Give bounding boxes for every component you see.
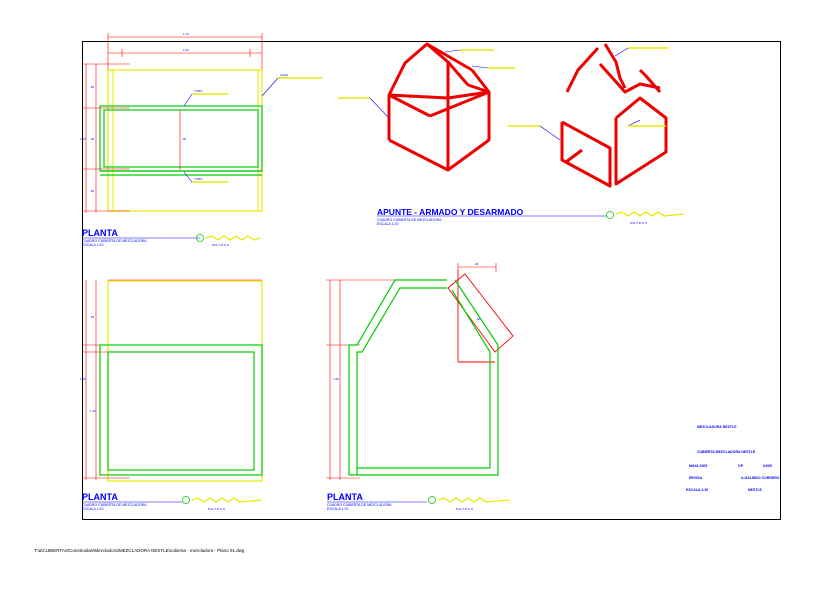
assembled-frame <box>387 42 491 172</box>
title-block-scale: ESCALA 1:20 <box>686 488 708 492</box>
planta-view-3: 1.80 .40 .60 PLANTA CUADRO CUBIERTA DE M… <box>326 262 514 511</box>
scale-bar-1-unit: M E T R O S <box>212 243 229 247</box>
apunte-scale-note: ESCALA 1:20 <box>377 222 398 226</box>
planta-3-scale-note: ESCALA 1:20 <box>327 507 348 511</box>
title-block-project: MEZCLADORA NESTLE <box>697 425 737 429</box>
planta-3-title: PLANTA <box>327 492 363 502</box>
planta-2-title: PLANTA <box>82 492 118 502</box>
svg-text:1.80: 1.80 <box>333 377 339 381</box>
svg-text:.60: .60 <box>90 189 95 193</box>
planta-3-subtitle: CUADRO CUBIERTA DE MEZCLADORA <box>327 503 392 507</box>
apunte-title: APUNTE - ARMADO Y DESARMADO <box>377 207 524 217</box>
title-block-reviewer-label: REVISA <box>689 476 703 480</box>
title-block: MEZCLADORA NESTLE CUBIERTA MEZCLADORA NE… <box>686 425 780 492</box>
scale-bar-1: M E T R O S <box>82 234 261 247</box>
svg-text:.60: .60 <box>476 317 481 321</box>
file-path: T:\a\CUBIERTAS\Construidas\Mezcladora\ME… <box>34 548 245 553</box>
svg-text:1.20: 1.20 <box>90 409 96 413</box>
planta-view-2: .60 1.20 1.80 PLANTA CUADRO CUBIERTA DE … <box>80 279 263 511</box>
planta-2-subtitle: CUADRO CUBIERTA DE MEZCLADORA <box>82 503 147 507</box>
scale-bar-3-unit: M E T R O S <box>456 507 473 511</box>
title-block-code: OP <box>738 464 744 468</box>
apunte-subtitle: CUADRO CUBIERTA DE MEZCLADORA <box>377 218 442 222</box>
svg-text:2.10: 2.10 <box>80 137 86 141</box>
title-block-reviewer: A.GALINDO CORDERO <box>741 476 780 480</box>
title-block-date: MAYA 2005 <box>689 464 707 468</box>
svg-text:.60: .60 <box>90 85 95 89</box>
svg-text:TUBO: TUBO <box>194 89 203 93</box>
svg-text:1.50: 1.50 <box>183 48 189 52</box>
scale-bar-apunte-unit: M E T R O S <box>630 221 647 225</box>
svg-text:.60: .60 <box>90 315 95 319</box>
svg-text:TUBO: TUBO <box>194 177 203 181</box>
apunte-view: APUNTE - ARMADO Y DESARMADO CUADRO CUBIE… <box>338 42 685 226</box>
title-block-client: NESTLE <box>748 488 762 492</box>
scale-bar-apunte: M E T R O S <box>377 211 685 225</box>
svg-text:1.70: 1.70 <box>183 32 189 36</box>
planta-1-subtitle: CUADRO CUBIERTA DE MEZCLADORA <box>82 239 147 243</box>
title-block-drawing: CUBIERTA MEZCLADORA NESTLE <box>697 450 756 454</box>
svg-text:.40: .40 <box>474 262 479 266</box>
svg-text:.90: .90 <box>90 137 95 141</box>
svg-text:.90: .90 <box>182 137 187 141</box>
svg-text:LONA: LONA <box>280 73 288 77</box>
disassembled-frame <box>560 43 668 188</box>
scale-bar-2-unit: M E T R O S <box>208 507 225 511</box>
drawing-frame <box>82 41 781 520</box>
scale-bar-3: M E T R O S <box>327 496 511 511</box>
title-block-sheet: 04/05 <box>763 464 772 468</box>
planta-1-title: PLANTA <box>82 228 118 238</box>
planta-1-scale-note: ESCALA 1:20 <box>82 243 103 247</box>
svg-text:1.80: 1.80 <box>80 377 86 381</box>
planta-2-scale-note: ESCALA 1:20 <box>82 507 103 511</box>
scale-bar-2: M E T R O S <box>82 496 263 511</box>
planta-view-1: 1.70 1.50 .60 .90 .60 2.10 .90 <box>80 32 322 247</box>
